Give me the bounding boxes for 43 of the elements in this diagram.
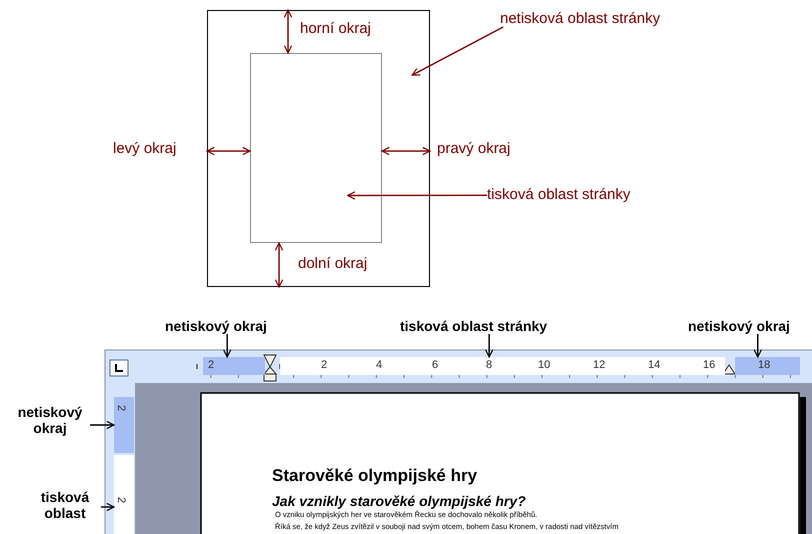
ruler-number: 2 xyxy=(115,404,128,412)
ruler-segment xyxy=(114,397,134,453)
callout-label: netiskový okraj xyxy=(165,318,267,334)
arrow xyxy=(484,334,494,358)
print-area-outline xyxy=(250,53,382,243)
ruler-number: 12 xyxy=(593,359,606,371)
callout-label: tisková oblast stránky xyxy=(487,186,630,203)
ruler-segment xyxy=(203,357,265,375)
ruler-number: 14 xyxy=(648,359,660,371)
document-heading: Starověké olympijské hry xyxy=(272,466,478,486)
double-arrow xyxy=(206,146,251,156)
callout-label: netisková oblast stránky xyxy=(500,10,660,27)
ruler-number: 10 xyxy=(538,359,550,371)
ruler-number: 4 xyxy=(376,359,382,371)
ruler-number: 18 xyxy=(758,359,770,371)
double-arrow xyxy=(274,242,284,288)
ruler-number: 8 xyxy=(486,359,492,371)
margin-label: dolní okraj xyxy=(298,255,368,272)
ruler-number: 2 xyxy=(115,496,128,504)
margin-label: pravý okraj xyxy=(437,140,510,157)
callout-label: tisková oblast stránky xyxy=(400,318,548,334)
double-arrow xyxy=(284,9,292,54)
arrow xyxy=(754,334,762,358)
ruler-number: 2 xyxy=(321,359,328,371)
callout-label: netiskový okraj xyxy=(688,318,790,334)
arrow xyxy=(347,191,487,200)
ruler-number: 6 xyxy=(432,359,438,371)
arrow xyxy=(223,334,232,358)
arrow xyxy=(412,26,504,76)
double-arrow xyxy=(381,146,431,156)
ruler-segment xyxy=(114,455,134,534)
margin-label: levý okraj xyxy=(113,140,176,157)
ruler-number: 2 xyxy=(208,359,214,371)
ruler-number: 16 xyxy=(703,359,716,371)
ruler-segment xyxy=(735,357,800,375)
arrow xyxy=(90,420,115,430)
margin-label: horní okraj xyxy=(300,20,371,37)
callout-label: netiskový okraj xyxy=(10,404,90,436)
page-outline xyxy=(207,10,430,287)
ruler-segment xyxy=(280,357,725,375)
callout-label: tisková oblast xyxy=(25,489,105,521)
document-subheading: Jak vznikly starověké olympijské hry? xyxy=(272,493,526,509)
arrow xyxy=(101,502,115,512)
